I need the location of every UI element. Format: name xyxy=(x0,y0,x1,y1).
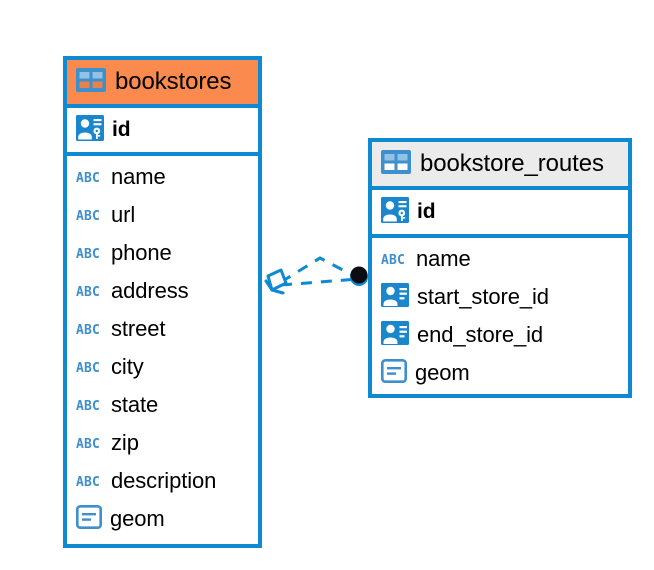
field-row-geom[interactable]: geom xyxy=(67,500,258,538)
foreign-key-icon xyxy=(381,320,409,350)
field-row-start-store-id[interactable]: start_store_id xyxy=(372,278,628,316)
text-abc-icon: ABC xyxy=(76,470,102,492)
text-abc-icon: ABC xyxy=(76,318,102,340)
field-row-end-store-id[interactable]: end_store_id xyxy=(372,316,628,354)
field-label-geom: geom xyxy=(415,360,470,385)
entity-title-bookstore-routes: bookstore_routes xyxy=(420,150,604,177)
entity-table-bookstores[interactable]: bookstores id xyxy=(63,56,262,548)
svg-text:ABC: ABC xyxy=(76,209,100,224)
entity-header-bookstore-routes[interactable]: bookstore_routes xyxy=(372,142,628,190)
field-row-state[interactable]: ABC state xyxy=(67,386,258,424)
svg-text:ABC: ABC xyxy=(76,475,100,490)
primary-key-section-bookstores: id xyxy=(67,108,258,156)
field-label-start-store-id: start_store_id xyxy=(417,284,549,309)
filled-circle-marker[interactable] xyxy=(350,266,368,287)
field-row-geom[interactable]: geom xyxy=(372,354,628,392)
text-abc-icon: ABC xyxy=(76,356,102,378)
svg-text:ABC: ABC xyxy=(76,323,100,338)
svg-text:ABC: ABC xyxy=(76,171,100,186)
field-row-street[interactable]: ABC street xyxy=(67,310,258,348)
field-label-phone: phone xyxy=(111,240,172,265)
field-label-id: id xyxy=(112,118,131,141)
field-label-name: name xyxy=(111,164,166,189)
svg-text:ABC: ABC xyxy=(76,285,100,300)
relationship-line-upper xyxy=(280,256,359,284)
text-abc-icon: ABC xyxy=(76,204,102,226)
table-icon xyxy=(381,149,411,179)
entity-table-bookstore-routes[interactable]: bookstore_routes xyxy=(368,138,632,398)
field-row-zip[interactable]: ABC zip xyxy=(67,424,258,462)
field-label-city: city xyxy=(111,354,144,379)
field-label-state: state xyxy=(111,392,159,417)
svg-text:ABC: ABC xyxy=(381,253,405,268)
svg-text:ABC: ABC xyxy=(76,361,100,376)
text-abc-icon: ABC xyxy=(381,248,407,270)
field-label-description: description xyxy=(111,468,217,493)
text-abc-icon: ABC xyxy=(76,242,102,264)
field-label-address: address xyxy=(111,278,189,303)
geometry-icon xyxy=(380,358,407,388)
primary-key-section-bookstore-routes: id xyxy=(372,190,628,238)
geometry-icon xyxy=(75,504,102,534)
field-label-street: street xyxy=(111,316,166,341)
svg-text:ABC: ABC xyxy=(76,399,100,414)
field-row-name[interactable]: ABC name xyxy=(372,240,628,278)
field-row-phone[interactable]: ABC phone xyxy=(67,234,258,272)
entity-header-bookstores[interactable]: bookstores xyxy=(67,60,258,108)
field-label-url: url xyxy=(111,202,136,227)
svg-text:ABC: ABC xyxy=(76,437,100,452)
field-label-name: name xyxy=(416,246,471,271)
field-list-bookstore-routes: ABC name start_store_id xyxy=(372,238,628,392)
text-abc-icon: ABC xyxy=(76,166,102,188)
relationship-line-lower xyxy=(280,277,359,287)
field-row-id[interactable]: id xyxy=(372,190,628,234)
primary-key-icon xyxy=(381,196,409,228)
field-label-end-store-id: end_store_id xyxy=(417,322,544,347)
field-row-address[interactable]: ABC address xyxy=(67,272,258,310)
field-label-zip: zip xyxy=(111,430,139,455)
field-row-id[interactable]: id xyxy=(67,108,258,152)
field-row-url[interactable]: ABC url xyxy=(67,196,258,234)
text-abc-icon: ABC xyxy=(76,280,102,302)
diamond-marker[interactable] xyxy=(264,268,288,295)
primary-key-icon xyxy=(76,114,104,146)
field-row-name[interactable]: ABC name xyxy=(67,158,258,196)
foreign-key-icon xyxy=(381,282,409,312)
svg-text:ABC: ABC xyxy=(76,247,100,262)
field-row-description[interactable]: ABC description xyxy=(67,462,258,500)
entity-title-bookstores: bookstores xyxy=(115,68,232,95)
table-icon xyxy=(76,67,106,97)
field-list-bookstores: ABC name ABC url ABC p xyxy=(67,156,258,538)
text-abc-icon: ABC xyxy=(76,432,102,454)
text-abc-icon: ABC xyxy=(76,394,102,416)
field-label-geom: geom xyxy=(110,506,165,531)
field-label-id: id xyxy=(417,200,436,223)
field-row-city[interactable]: ABC city xyxy=(67,348,258,386)
